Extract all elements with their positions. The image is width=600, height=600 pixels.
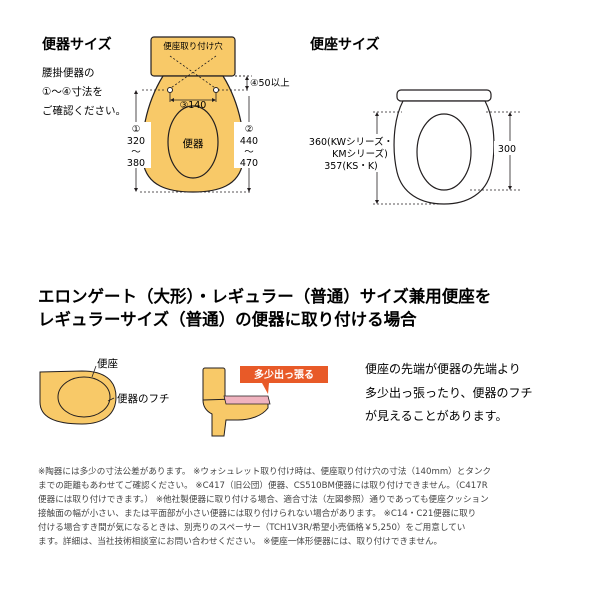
dim-1-line-1: ① — [132, 124, 141, 135]
dim-4-label: ④50以上 — [250, 78, 290, 89]
dim-1-line-4: 380 — [127, 158, 145, 169]
toilet-desc-line-3: ご確認ください。 — [42, 104, 126, 117]
mount-hole-right — [213, 87, 219, 93]
section-heading-line-2: レギュラーサイズ（普通）の便器に取り付ける場合 — [38, 309, 417, 329]
note-line-5: 付ける場合すき間が気になるときは、別売りのスペーサー（TCH1V3R/希望小売価… — [38, 521, 465, 533]
dim-2-line-3: ～ — [244, 147, 254, 158]
seat-size-title: 便座サイズ — [310, 36, 380, 53]
seat-top-view — [57, 376, 111, 418]
tank-hole-label: 便座取り付け穴 — [163, 41, 223, 52]
toilet-desc-line-1: 腰掛便器の — [42, 66, 95, 79]
seat-dim-left-line-2: KMシリーズ) — [332, 148, 388, 160]
side-bowl — [202, 397, 269, 437]
mount-hole-left — [167, 87, 173, 93]
seat-dim-left-line-1: 360(KWシリーズ・ — [309, 136, 393, 148]
note-line-6: ます。詳細は、当社技術相談室にお問い合わせください。 ※便座一体形便器には、取り… — [38, 535, 442, 547]
dim-2-line-2: 440 — [240, 136, 258, 147]
dim-2-line-1: ② — [245, 124, 254, 135]
label-bowl-rim: 便器のフチ — [117, 392, 170, 405]
callout-box — [240, 366, 328, 383]
note-line-3: 便器には取り付けできます。） ※他社製便器に取り付ける場合、適合寸法（左図参照）… — [38, 493, 489, 505]
dim-2-line-4: 470 — [240, 158, 258, 169]
dim-1-line-2: 320 — [127, 136, 145, 147]
toilet-desc-line-2: ①～④寸法を — [42, 85, 103, 98]
seat-dim-right: 300 — [498, 144, 516, 155]
seat-dim-left-line-3: 357(KS・K) — [324, 161, 378, 172]
seat-hinge — [396, 89, 492, 102]
seat-on-bowl-illustration: 便座 便器のフチ — [39, 357, 170, 425]
explanation-line-2: 多少出っ張ったり、便器のフチ — [365, 386, 533, 400]
dim-3-label: ③140 — [180, 100, 207, 111]
note-line-1: ※陶器には多少の寸法公差があります。 ※ウォシュレット取り付け時は、便座取り付け… — [38, 465, 491, 477]
side-view-illustration: 多少出っ張る — [202, 366, 328, 437]
label-seat: 便座 — [97, 357, 118, 370]
note-line-2: までの距離もあわせてご確認ください。 ※C417（旧公団）便器、CS510BM便… — [38, 479, 488, 491]
section-heading-line-1: エロンゲート（大形）・レギュラー（普通）サイズ兼用便座を — [38, 286, 491, 306]
side-tank — [202, 367, 226, 403]
toilet-bowl-opening — [167, 105, 219, 179]
toilet-size-title: 便器サイズ — [42, 36, 112, 53]
seat-size-section: 便座サイズ 360(KWシリーズ・ KMシリーズ) 357(KS・K) 300 — [309, 36, 520, 205]
seat-ring-inner — [416, 113, 472, 191]
notes: ※陶器には多少の寸法公差があります。 ※ウォシュレット取り付け時は、便座取り付け… — [38, 465, 491, 547]
dim-1-line-3: ～ — [131, 147, 141, 158]
toilet-size-section: 便器サイズ 腰掛便器の ①～④寸法を ご確認ください。 便座取り付け穴 便器 ③… — [42, 36, 290, 193]
callout-text: 多少出っ張る — [254, 368, 314, 381]
side-seat — [223, 395, 271, 405]
note-line-4: 接触面の幅が小さい、または平面部が小さい便器には取り付けられない場合があります。… — [38, 507, 476, 519]
explanation-line-1: 便座の先端が便器の先端より — [365, 361, 521, 376]
explanation-line-3: が見えることがあります。 — [365, 408, 507, 423]
bowl-label: 便器 — [183, 137, 204, 150]
